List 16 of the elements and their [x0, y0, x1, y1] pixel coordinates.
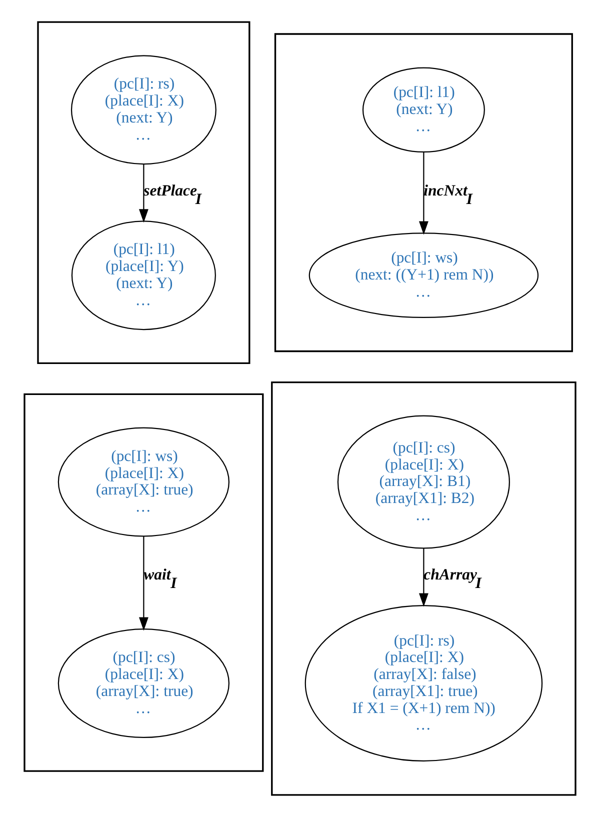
- cluster: [270, 381, 576, 796]
- node-ellipse: (pc[I]: cs) (place[I]: X) (array[X]: B1) (array[X1]: B2) …: [336, 415, 510, 549]
- node-ellipse: (pc[I]: cs) (place[I]: X) (array[X]: true) …: [57, 628, 230, 738]
- node-ellipse: (pc[I]: l1) (place[I]: Y) (next: Y) …: [70, 220, 216, 330]
- arrow: [138, 536, 148, 631]
- arrow: [418, 548, 428, 607]
- node-ellipse: (pc[I]: l1) (next: Y) …: [362, 67, 484, 153]
- arrow: [138, 164, 148, 223]
- node-ellipse: (pc[I]: ws) (next: ((Y+1) rem N)) …: [308, 232, 538, 318]
- cluster: [23, 393, 264, 772]
- cluster: [36, 21, 250, 364]
- cluster: [274, 33, 572, 352]
- arrow: [418, 152, 428, 235]
- node-ellipse: (pc[I]: ws) (place[I]: X) (array[X]: true) …: [57, 427, 230, 537]
- node-ellipse: (pc[I]: rs) (place[I]: X) (array[X]: false) (array[X1]: true) If X1 = (X+1) rem N)) …: [304, 605, 542, 762]
- node-ellipse: (pc[I]: rs) (place[I]: X) (next: Y) …: [70, 55, 216, 165]
